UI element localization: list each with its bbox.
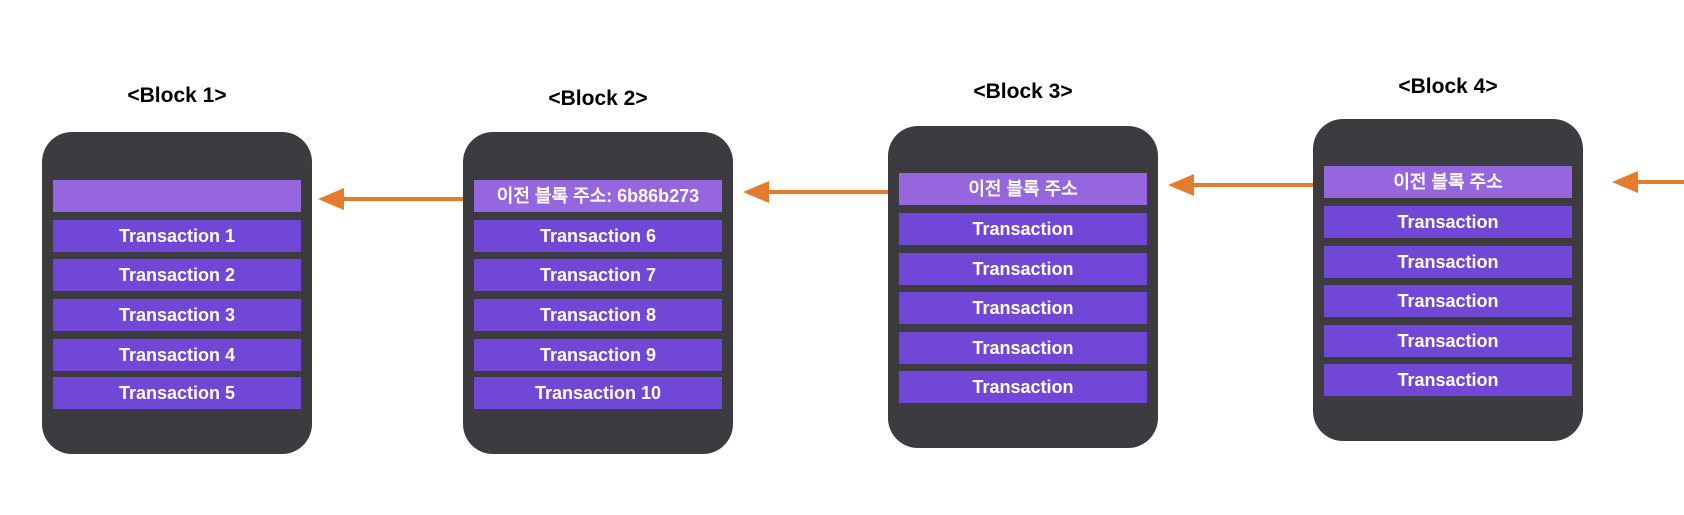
left-arrow-icon xyxy=(1168,174,1320,196)
left-arrow-icon xyxy=(1612,171,1684,193)
arrow-block2-to-block1 xyxy=(318,185,470,213)
transaction-row: Transaction 8 xyxy=(474,299,722,331)
transaction-row: Transaction 5 xyxy=(53,377,301,409)
transaction-row: Transaction xyxy=(899,292,1147,324)
prev-hash-row: 이전 블록 주소: 6b86b273 xyxy=(474,180,722,212)
arrow-next-to-block4 xyxy=(1612,168,1684,196)
transaction-row: Transaction 7 xyxy=(474,259,722,291)
block-title-1: <Block 1> xyxy=(127,84,227,107)
transaction-row: Transaction xyxy=(1324,325,1572,357)
block-1: Transaction 1 Transaction 2 Transaction … xyxy=(42,132,312,454)
block-title-2: <Block 2> xyxy=(548,87,648,110)
transaction-row: Transaction xyxy=(899,213,1147,245)
block-2: 이전 블록 주소: 6b86b273 Transaction 6 Transac… xyxy=(463,132,733,454)
left-arrow-icon xyxy=(743,181,895,203)
block-3: 이전 블록 주소 Transaction Transaction Transac… xyxy=(888,126,1158,448)
block-title-3: <Block 3> xyxy=(973,80,1073,103)
transaction-row: Transaction 3 xyxy=(53,299,301,331)
block-title-4: <Block 4> xyxy=(1398,75,1498,98)
transaction-row: Transaction 9 xyxy=(474,339,722,371)
transaction-row: Transaction xyxy=(1324,285,1572,317)
block-4: 이전 블록 주소 Transaction Transaction Transac… xyxy=(1313,119,1583,441)
transaction-row: Transaction 6 xyxy=(474,220,722,252)
transaction-row: Transaction xyxy=(899,253,1147,285)
arrow-block4-to-block3 xyxy=(1168,171,1320,199)
transaction-row: Transaction xyxy=(1324,246,1572,278)
transaction-row: Transaction 10 xyxy=(474,377,722,409)
transaction-row: Transaction 1 xyxy=(53,220,301,252)
transaction-row: Transaction xyxy=(899,371,1147,403)
left-arrow-icon xyxy=(318,188,470,210)
transaction-row: Transaction 2 xyxy=(53,259,301,291)
transaction-row: Transaction xyxy=(1324,206,1572,238)
transaction-row: Transaction xyxy=(1324,364,1572,396)
prev-hash-row xyxy=(53,180,301,212)
arrow-block3-to-block2 xyxy=(743,178,895,206)
prev-hash-row: 이전 블록 주소 xyxy=(1324,166,1572,198)
prev-hash-row: 이전 블록 주소 xyxy=(899,173,1147,205)
transaction-row: Transaction 4 xyxy=(53,339,301,371)
transaction-row: Transaction xyxy=(899,332,1147,364)
